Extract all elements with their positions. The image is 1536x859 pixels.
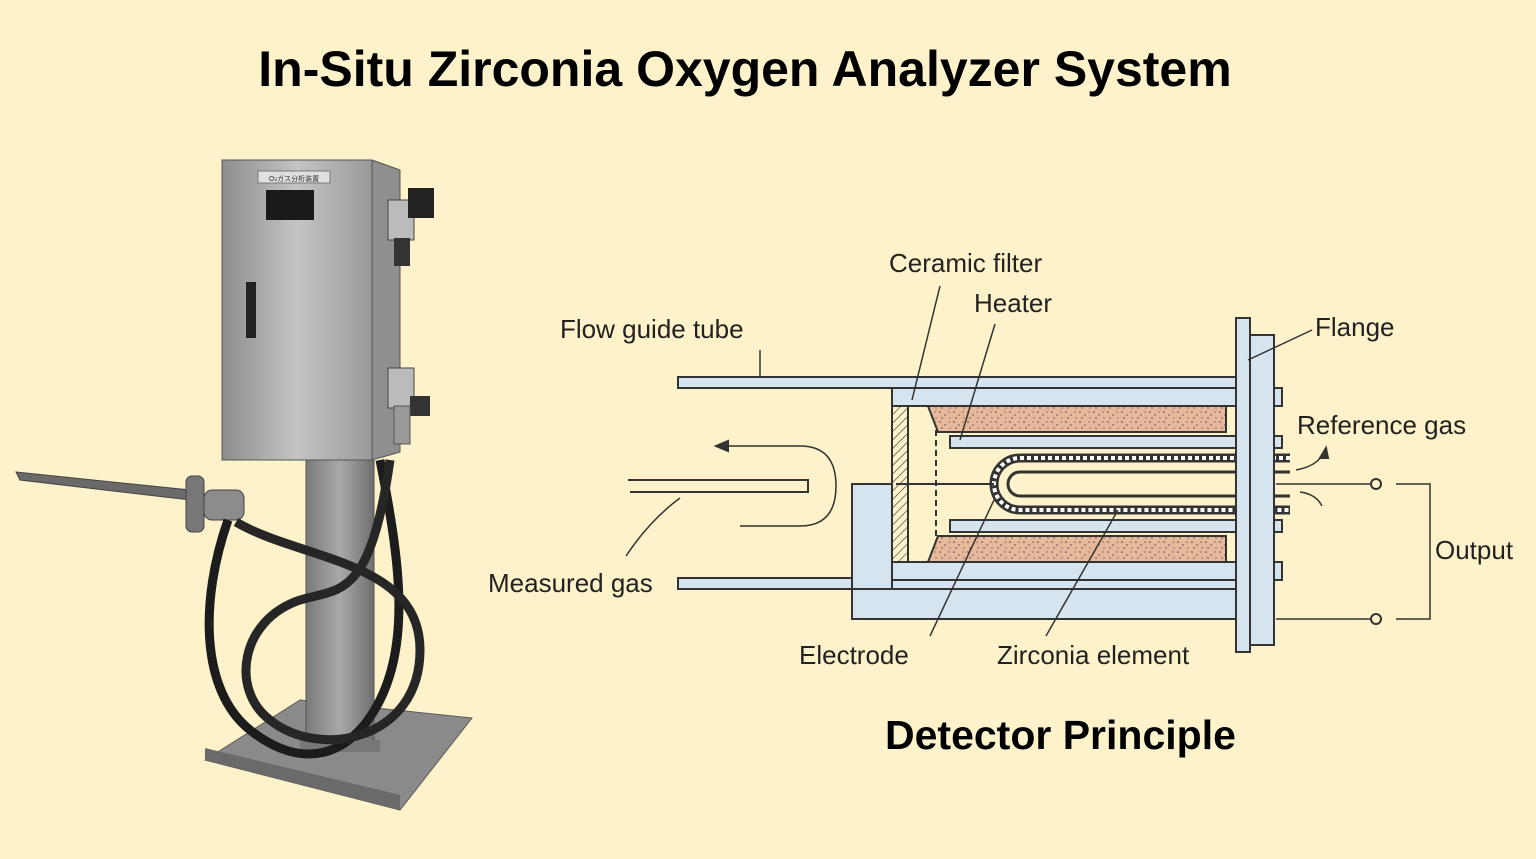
cabinet-nameplate <box>257 170 331 184</box>
inner-tube-top <box>949 435 1283 449</box>
detector-diagram <box>625 285 1431 653</box>
label-flange: Flange <box>1315 312 1395 342</box>
output-bracket <box>1396 483 1431 620</box>
label-flow-guide-tube: Flow guide tube <box>560 314 744 344</box>
gas-flow-return <box>720 445 837 527</box>
output-terminal-top <box>1370 478 1382 490</box>
flow-guide-tube-top <box>677 376 1245 389</box>
output-terminal-bottom <box>1370 613 1382 625</box>
flange-plate-right <box>1249 334 1275 646</box>
label-heater: Heater <box>974 288 1052 318</box>
label-electrode: Electrode <box>799 640 909 670</box>
regulator-upper-knob <box>408 188 434 218</box>
page-title: In-Situ Zirconia Oxygen Analyzer System <box>258 41 1232 97</box>
leader-flange <box>1247 329 1313 361</box>
leader-measured-gas <box>625 497 681 557</box>
leader-electrode <box>929 499 995 637</box>
label-output: Output <box>1435 535 1514 565</box>
analyzer-photo: O₂ガス分析装置 <box>15 159 473 811</box>
reference-gas-out-arrow <box>1295 451 1325 471</box>
regulator-lower-bowl <box>393 405 411 445</box>
housing-lower-body <box>851 588 1243 620</box>
regulator-upper-bowl <box>394 238 410 266</box>
label-reference-gas: Reference gas <box>1297 410 1466 440</box>
heater-top <box>926 405 1227 433</box>
hose-2 <box>233 459 425 744</box>
electrode-inner <box>1006 470 1290 498</box>
reference-gas-in-arrow <box>1299 491 1323 507</box>
cabinet-nameplate-text: O₂ガス分析装置 <box>269 174 319 183</box>
probe-head <box>203 489 245 521</box>
base-plate-edge <box>205 748 400 810</box>
label-ceramic-filter: Ceramic filter <box>889 248 1042 278</box>
label-zirconia-element: Zirconia element <box>997 640 1190 670</box>
inner-tube-bottom <box>949 519 1283 533</box>
leader-heater <box>959 323 996 441</box>
regulator-lower <box>387 367 415 409</box>
measured-gas-inlet <box>628 479 809 493</box>
flange-plate-left <box>1235 317 1251 653</box>
diagram-caption: Detector Principle <box>885 712 1236 758</box>
regulator-lower-knob <box>410 396 430 416</box>
reference-gas-out-head <box>1318 445 1330 459</box>
door-handle <box>246 282 256 338</box>
label-measured-gas: Measured gas <box>488 568 653 598</box>
leader-zirconia <box>1045 509 1119 637</box>
housing-top <box>891 387 1283 407</box>
display-window <box>266 190 314 220</box>
probe-tube <box>15 471 191 501</box>
gas-flow-arrowhead <box>713 439 729 453</box>
heater-bottom <box>926 535 1227 563</box>
leader-ceramic-filter <box>911 285 941 401</box>
probe-flange <box>185 475 205 533</box>
